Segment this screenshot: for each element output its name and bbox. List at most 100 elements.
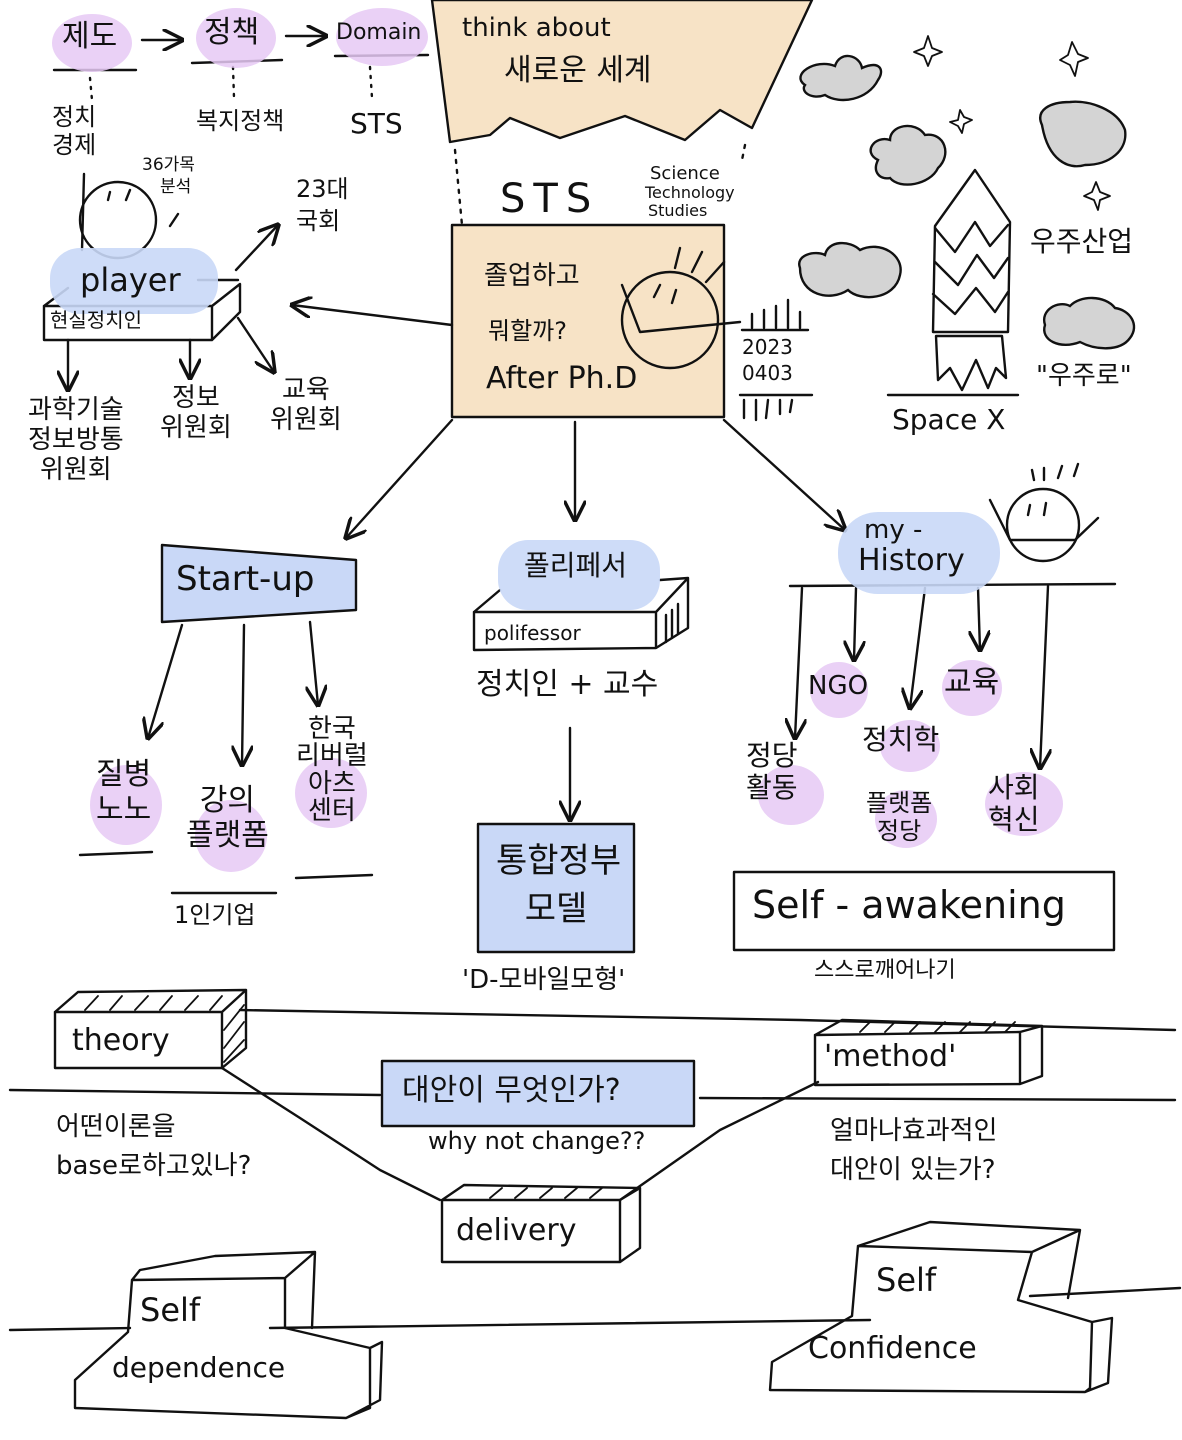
history-child-ngo: NGO — [808, 671, 869, 701]
sts-science: Science — [650, 163, 720, 184]
theory-question: 어떤이론을 base로하고있나? — [56, 1112, 252, 1181]
committee-science-ict: 과학기술 정보방통 위원회 — [28, 395, 124, 485]
history-child-party-activity: 정당 활동 — [746, 739, 798, 805]
self-dependence-line2: dependence — [112, 1351, 286, 1384]
method-label: 'method' — [824, 1039, 957, 1074]
face-icon — [620, 270, 720, 370]
delivery-box — [440, 1183, 642, 1264]
highlight — [985, 772, 1063, 836]
delivery-label: delivery — [456, 1213, 577, 1248]
arrow — [148, 623, 184, 738]
highlight — [838, 512, 1000, 594]
method-box — [813, 1018, 1044, 1087]
cloud-icon — [798, 241, 902, 299]
sparkle-icon — [949, 109, 973, 134]
history-child-political-science: 정치학 — [862, 723, 940, 756]
cloud-icon — [869, 124, 947, 186]
startup-child-lecture-platform: 강의 플랫폼 — [186, 783, 269, 853]
startup-child-disease: 질병 노노 — [96, 757, 152, 827]
clouds — [798, 54, 1136, 350]
method-question: 얼마나효과적인 대안이 있는가? — [830, 1116, 998, 1185]
highlight — [52, 14, 132, 72]
history-child-platform-party: 플랫폼 정당 — [866, 789, 933, 845]
chain-item-policy: 정책 — [204, 15, 260, 50]
self-confidence-line2: Confidence — [808, 1331, 977, 1366]
center-question-sub: why not change?? — [428, 1127, 646, 1155]
cloud-icon — [1042, 296, 1136, 350]
player-note-line2: 분석 — [160, 177, 192, 197]
arrow — [346, 418, 454, 538]
awakening-box — [732, 870, 1116, 952]
sts-label: STS — [500, 176, 600, 222]
space-quote: "우주로" — [1036, 361, 1132, 391]
player-label: player — [80, 261, 181, 299]
awakening-label: Self - awakening — [752, 883, 1066, 927]
sparkle-icon — [1083, 181, 1111, 211]
polifessor-label: 폴리페서 — [524, 549, 628, 582]
player-head-icon — [78, 180, 158, 260]
highlight — [758, 765, 824, 825]
arrow — [722, 418, 845, 530]
highlight — [295, 758, 367, 828]
startup-child-liberal-arts: 한국 리버럴 아츠 센터 — [296, 714, 368, 826]
polifessor-desc: 정치인 + 교수 — [476, 667, 659, 702]
highlight — [90, 765, 162, 845]
history-label-line2: History — [858, 543, 965, 578]
center-question-box — [380, 1059, 696, 1128]
arrow — [910, 586, 927, 708]
chain-sub-politics-economy: 정치 경제 — [52, 103, 97, 159]
player-sublabel: 현실정치인 — [50, 308, 142, 332]
assembly-line1: 23대 — [296, 175, 349, 203]
highlight — [942, 660, 1002, 716]
highlight — [810, 662, 868, 718]
highlight — [195, 800, 267, 872]
history-label-line1: my - — [864, 515, 923, 545]
history-child-social-innovation: 사회 혁신 — [988, 771, 1040, 837]
startup-label: Start-up — [176, 559, 315, 599]
arrow — [795, 586, 802, 738]
awakening-ko: 스스로깨어나기 — [814, 958, 956, 983]
arrow — [234, 225, 278, 272]
spacex-label: Space X — [892, 403, 1006, 436]
model-box — [476, 822, 636, 954]
highlight — [196, 8, 276, 68]
center-line3: After Ph.D — [486, 361, 638, 396]
banner-line2: 새로운 세계 — [504, 53, 652, 88]
sparkle-icon — [913, 35, 943, 67]
model-label: 통합정부 모델 — [496, 841, 622, 929]
center-question: 대안이 무엇인가? — [402, 1073, 621, 1108]
arrow — [236, 316, 274, 372]
self-confidence-block — [768, 1220, 1114, 1394]
model-note: 'D-모바일모형' — [462, 965, 626, 995]
self-dependence-block — [73, 1250, 384, 1420]
highlight — [498, 540, 660, 610]
sparkle-icon — [1059, 41, 1089, 77]
dotted-connector — [740, 143, 747, 162]
sts-studies: Studies — [648, 201, 708, 220]
polifessor-sublabel: polifessor — [484, 621, 581, 645]
center-line1: 졸업하고 — [484, 261, 580, 291]
highlight — [875, 790, 937, 848]
chain-sub-sts: STS — [350, 107, 403, 140]
sts-technology: Technology — [645, 183, 735, 202]
rocket-icon — [886, 168, 1020, 397]
date-year: 2023 — [742, 335, 793, 359]
dotted-connector — [453, 148, 464, 227]
arrow — [242, 623, 244, 765]
self-dependence-line1: Self — [140, 1291, 201, 1329]
chain-item-domain: Domain — [336, 20, 422, 45]
arrow — [854, 586, 856, 660]
date-monthday: 0403 — [742, 361, 793, 385]
theory-label: theory — [72, 1023, 170, 1058]
banner-line1: think about — [462, 13, 611, 43]
chain-item-institution: 제도 — [62, 19, 118, 54]
committee-education: 교육 위원회 — [270, 375, 342, 435]
player-note-line1: 36가목 — [142, 155, 195, 175]
arrow — [1040, 584, 1048, 768]
highlight — [50, 248, 218, 314]
committee-intelligence: 정보 위원회 — [160, 383, 232, 443]
arrow — [978, 586, 980, 650]
arrow — [310, 620, 318, 705]
arrow — [292, 305, 454, 327]
